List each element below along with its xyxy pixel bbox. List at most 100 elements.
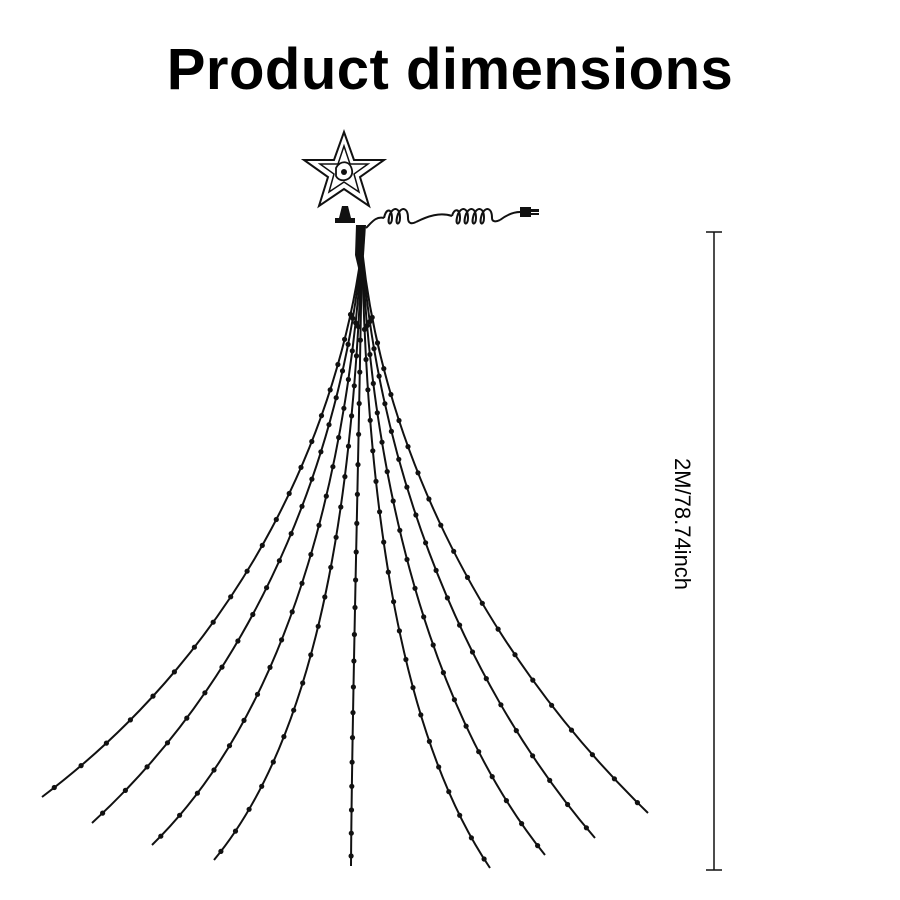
led-bulb: [405, 444, 411, 450]
led-bulb: [391, 599, 397, 605]
led-bulb: [376, 373, 382, 379]
led-bulb: [423, 540, 429, 546]
led-bulb: [396, 456, 402, 462]
led-bulb: [451, 697, 457, 703]
led-bulb: [51, 784, 57, 791]
led-bulb: [464, 574, 471, 581]
led-bulb: [353, 320, 359, 326]
led-bulb: [436, 764, 442, 770]
led-bulb: [370, 448, 376, 454]
led-bulb: [355, 462, 361, 468]
led-bulb: [345, 341, 351, 347]
led-bulb: [357, 337, 363, 343]
led-bulb: [495, 626, 501, 632]
led-bulb: [353, 577, 359, 583]
led-bulb: [289, 609, 295, 615]
led-bulb: [519, 821, 525, 827]
led-bulb: [298, 464, 304, 470]
led-bulb: [489, 774, 495, 780]
led-bulb: [611, 776, 618, 782]
led-bulb: [568, 727, 575, 733]
led-bulb: [323, 493, 329, 499]
led-bulb: [356, 400, 362, 407]
led-bulb: [365, 387, 371, 393]
led-bulb: [483, 676, 489, 682]
led-bulb: [267, 664, 273, 671]
led-bulb: [354, 491, 360, 497]
led-bulb: [144, 764, 150, 770]
led-bulb: [384, 469, 390, 475]
light-strands: [41, 247, 649, 869]
led-bulb: [348, 853, 354, 859]
led-bulb: [171, 669, 177, 675]
led-bulb: [379, 439, 385, 445]
light-strand: [151, 247, 363, 846]
led-bulb: [202, 690, 208, 696]
led-bulb: [468, 835, 474, 841]
led-bulb: [457, 812, 463, 818]
led-bulb: [388, 391, 394, 398]
led-bulb: [241, 717, 247, 724]
led-bulb: [299, 580, 305, 586]
led-bulb: [351, 383, 357, 389]
led-bulb: [191, 644, 197, 650]
led-bulb: [369, 314, 375, 320]
led-bulb: [345, 443, 352, 449]
light-strand: [361, 247, 649, 814]
led-bulb: [403, 656, 409, 663]
led-bulb: [300, 680, 306, 686]
led-bulb: [535, 843, 541, 849]
led-bulb: [361, 326, 368, 332]
led-bulb: [333, 534, 339, 540]
led-bulb: [348, 830, 354, 836]
led-bulb: [279, 637, 285, 643]
led-bulb: [338, 504, 344, 510]
led-bulb: [158, 833, 164, 839]
led-bulb: [348, 807, 355, 813]
led-bulb: [254, 691, 261, 697]
led-bulb: [390, 498, 396, 504]
led-bulb: [210, 619, 216, 625]
led-bulb: [349, 735, 356, 741]
power-cord: [365, 208, 521, 229]
led-bulb: [122, 787, 128, 794]
led-bulb: [353, 549, 359, 555]
led-bulb: [335, 361, 341, 368]
led-bulb: [164, 740, 171, 746]
led-bulb: [396, 417, 402, 424]
led-bulb: [341, 405, 347, 411]
led-bulb: [433, 567, 439, 574]
star-topper-icon: [300, 129, 388, 223]
led-bulb: [100, 810, 106, 816]
led-bulb: [371, 346, 377, 352]
led-bulb: [444, 595, 450, 601]
led-bulb: [232, 828, 239, 834]
led-bulb: [351, 631, 357, 638]
led-bulb: [339, 368, 346, 374]
page-title: Product dimensions: [166, 37, 734, 102]
led-bulb: [373, 478, 379, 484]
light-strand: [41, 247, 363, 798]
led-bulb: [316, 522, 322, 528]
led-bulb: [250, 611, 256, 618]
led-bulb: [78, 763, 84, 769]
led-bulb: [356, 431, 362, 437]
led-bulb: [353, 353, 360, 359]
led-bulb: [634, 800, 641, 806]
led-bulb: [286, 490, 292, 497]
led-bulb: [367, 417, 373, 423]
led-bulb: [498, 702, 504, 708]
led-bulb: [318, 413, 325, 419]
led-bulb: [476, 749, 482, 755]
light-strand: [361, 247, 491, 869]
led-bulb: [350, 710, 356, 716]
led-bulb: [381, 539, 387, 545]
light-strand: [361, 247, 596, 839]
led-bulb: [281, 734, 287, 740]
led-bulb: [308, 652, 314, 658]
led-bulb: [364, 323, 370, 329]
led-bulb: [396, 628, 402, 634]
led-bulb: [430, 642, 436, 648]
led-bulb: [404, 484, 410, 490]
led-bulb: [350, 684, 356, 690]
